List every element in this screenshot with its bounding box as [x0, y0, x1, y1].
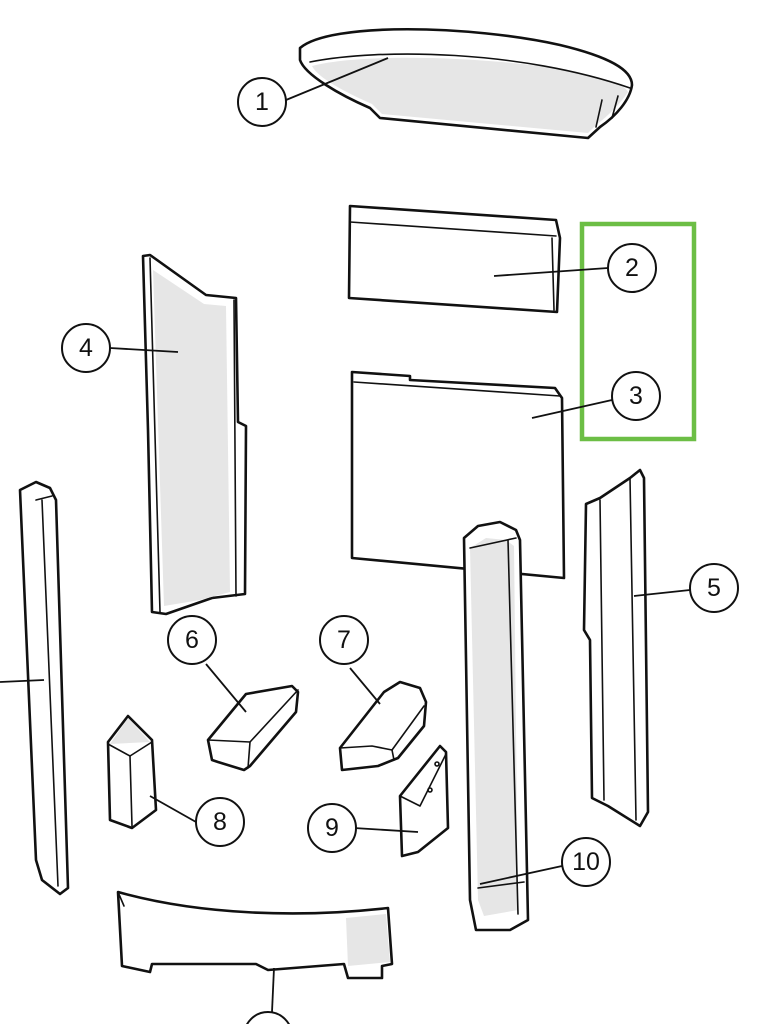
callout-8-label: 8 — [213, 808, 227, 836]
part-5-side-strip — [582, 468, 650, 828]
callout-1: 1 — [237, 77, 287, 127]
callout-5-label: 5 — [707, 574, 721, 602]
callout-7-label: 7 — [337, 626, 351, 654]
callout-9-label: 9 — [325, 814, 339, 842]
callout-7: 7 — [319, 615, 369, 665]
callout-2-label: 2 — [625, 254, 639, 282]
callout-11: 11 — [246, 1011, 290, 1024]
part-7-brick — [338, 680, 428, 772]
part-10-front-column — [462, 520, 530, 932]
highlight-box — [579, 221, 697, 442]
callout-3-label: 3 — [629, 382, 643, 410]
callout-10-label: 10 — [572, 848, 600, 876]
callout-11-label: 11 — [255, 1022, 281, 1024]
callout-5: 5 — [689, 563, 739, 613]
callout-10: 10 — [561, 837, 611, 887]
part-left-column — [18, 480, 70, 896]
callout-9: 9 — [307, 803, 357, 853]
part-4-side-panel — [141, 253, 248, 616]
callout-4-label: 4 — [79, 334, 93, 362]
part-11-bottom-brick — [116, 890, 394, 980]
callout-4: 4 — [61, 323, 111, 373]
callout-8: 8 — [195, 797, 245, 847]
callout-6-label: 6 — [185, 626, 199, 654]
callout-1-label: 1 — [255, 88, 269, 116]
part-9-bracket — [398, 744, 450, 858]
part-3-back-panel — [350, 370, 566, 580]
part-2-panel — [347, 204, 562, 314]
callout-2: 2 — [607, 243, 657, 293]
callout-3: 3 — [611, 371, 661, 421]
callout-6: 6 — [167, 615, 217, 665]
part-6-brick — [206, 684, 300, 772]
part-8-block — [106, 714, 158, 830]
part-1-top-baffle — [298, 28, 634, 140]
